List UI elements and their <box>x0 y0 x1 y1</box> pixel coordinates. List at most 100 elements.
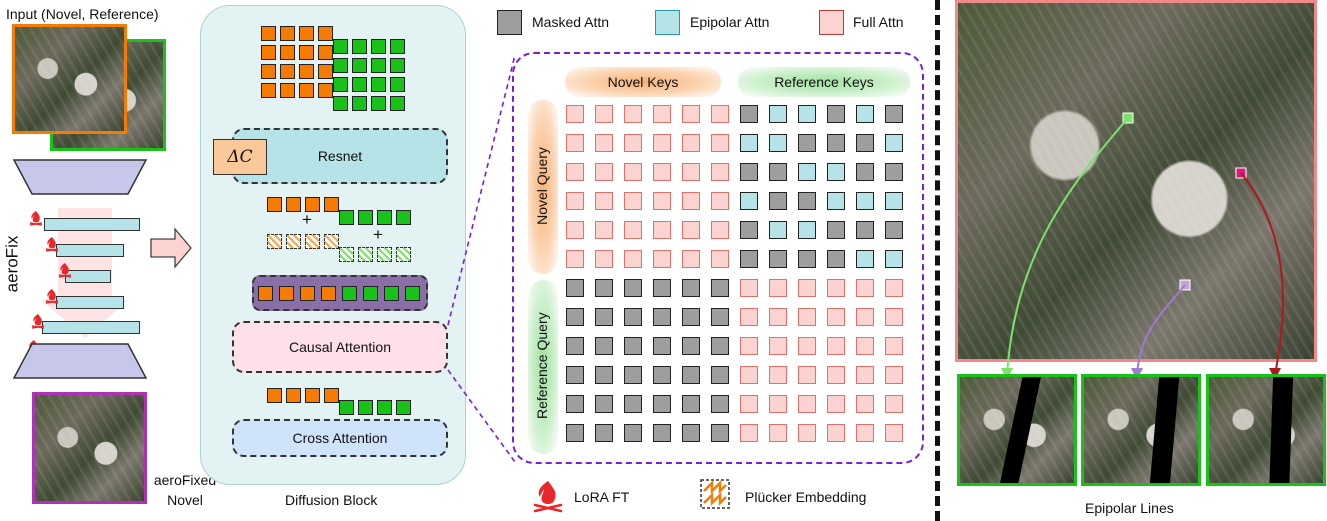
masked-attn-cell <box>653 308 671 326</box>
full-attn-cell <box>798 366 816 384</box>
input-label: Input (Novel, Reference) <box>6 6 159 22</box>
resnet-box: Resnet <box>232 128 448 184</box>
epipolar-attn-cell <box>827 163 845 181</box>
reference-token <box>396 400 411 415</box>
decoder-shape <box>12 343 148 379</box>
reference-token <box>358 210 373 225</box>
full-attn-cell <box>740 424 758 442</box>
causal-attention-box: Causal Attention <box>232 321 448 373</box>
novel-token <box>280 83 295 98</box>
masked-attn-cell <box>827 221 845 239</box>
reference-token <box>405 286 420 301</box>
reference-token <box>352 96 367 111</box>
full-attn-cell <box>682 221 700 239</box>
novel-token <box>318 64 333 79</box>
epipolar-attn-cell <box>769 221 787 239</box>
full-attn-cell <box>624 163 642 181</box>
output-label-line1: aeroFixed <box>153 472 217 488</box>
epipolar-attn-cell <box>856 105 874 123</box>
masked-attn-cell <box>711 308 729 326</box>
lora-fire-icon <box>31 314 45 329</box>
full-attn-cell <box>798 395 816 413</box>
reference-token <box>371 39 386 54</box>
full-attn-cell <box>740 337 758 355</box>
masked-attn-cell <box>566 337 584 355</box>
reference-token <box>352 77 367 92</box>
full-attn-cell <box>769 366 787 384</box>
novel-token <box>279 286 294 301</box>
epipolar-attn-cell <box>769 134 787 152</box>
novel-token <box>305 197 320 212</box>
full-attn-cell <box>624 250 642 268</box>
masked-attn-cell <box>711 279 729 297</box>
full-attn-cell <box>769 337 787 355</box>
novel-token <box>318 45 333 60</box>
masked-attn-cell <box>769 250 787 268</box>
reference-view-epipolar-1 <box>957 374 1077 486</box>
masked-attn-cell <box>653 279 671 297</box>
reference-token <box>333 77 348 92</box>
reference-token <box>352 58 367 73</box>
model-label: aeroFix <box>2 235 22 293</box>
reference-token <box>333 96 348 111</box>
reference-token <box>390 58 405 73</box>
novel-token <box>267 197 282 212</box>
epipolar-attn-cell <box>885 134 903 152</box>
masked-attn-cell <box>827 105 845 123</box>
full-attn-cell <box>885 308 903 326</box>
reference-token <box>358 400 373 415</box>
zoom-connector-lines <box>447 54 516 463</box>
novel-token <box>299 45 314 60</box>
full-attn-cell <box>711 163 729 181</box>
reference-view-epipolar-3 <box>1206 374 1326 486</box>
reference-token <box>371 96 386 111</box>
masked-attn-swatch <box>497 10 522 35</box>
epipolar-attn-cell <box>856 192 874 210</box>
reference-token <box>390 77 405 92</box>
reference-token <box>396 210 411 225</box>
full-attn-cell <box>595 192 613 210</box>
epipolar-lines-label: Epipolar Lines <box>1085 500 1174 516</box>
novel-token <box>299 83 314 98</box>
full-attn-cell <box>740 366 758 384</box>
epipolar-line-band <box>1147 377 1181 483</box>
lora-ft-label: LoRA FT <box>574 489 630 505</box>
unet-bar <box>44 218 140 231</box>
masked-attn-cell <box>682 424 700 442</box>
full-attn-cell <box>827 424 845 442</box>
masked-attn-cell <box>624 337 642 355</box>
section-separator <box>935 0 940 521</box>
novel-token <box>261 26 276 41</box>
masked-attn-cell <box>566 395 584 413</box>
epipolar-correspondence-lines <box>1001 112 1284 380</box>
plus-sign: + <box>302 210 312 229</box>
novel-input-image <box>12 24 127 134</box>
full-attn-cell <box>711 134 729 152</box>
epipolar-attn-cell <box>856 250 874 268</box>
full-attn-cell <box>856 279 874 297</box>
full-attn-cell <box>682 105 700 123</box>
epipolar-attn-cell <box>798 105 816 123</box>
novel-token <box>280 45 295 60</box>
full-attn-cell <box>595 105 613 123</box>
masked-attn-cell <box>711 395 729 413</box>
reference-token <box>377 210 392 225</box>
full-attn-cell <box>595 221 613 239</box>
masked-attn-cell <box>769 192 787 210</box>
full-attn-cell <box>624 134 642 152</box>
novel-token <box>318 26 333 41</box>
epipolar-attn-cell <box>798 221 816 239</box>
full-attn-cell <box>682 250 700 268</box>
output-label: aeroFixed Novel <box>150 470 220 510</box>
reference-query-header <box>528 280 558 454</box>
novel-token <box>299 64 314 79</box>
novel-token <box>286 197 301 212</box>
novel-keys-label: Novel Keys <box>607 74 679 90</box>
plucker-embedding <box>305 234 320 249</box>
masked-attn-cell <box>711 424 729 442</box>
full-attn-cell <box>682 192 700 210</box>
masked-attn-cell <box>595 366 613 384</box>
masked-attn-cell <box>624 366 642 384</box>
masked-attn-cell <box>566 279 584 297</box>
masked-attn-cell <box>740 221 758 239</box>
